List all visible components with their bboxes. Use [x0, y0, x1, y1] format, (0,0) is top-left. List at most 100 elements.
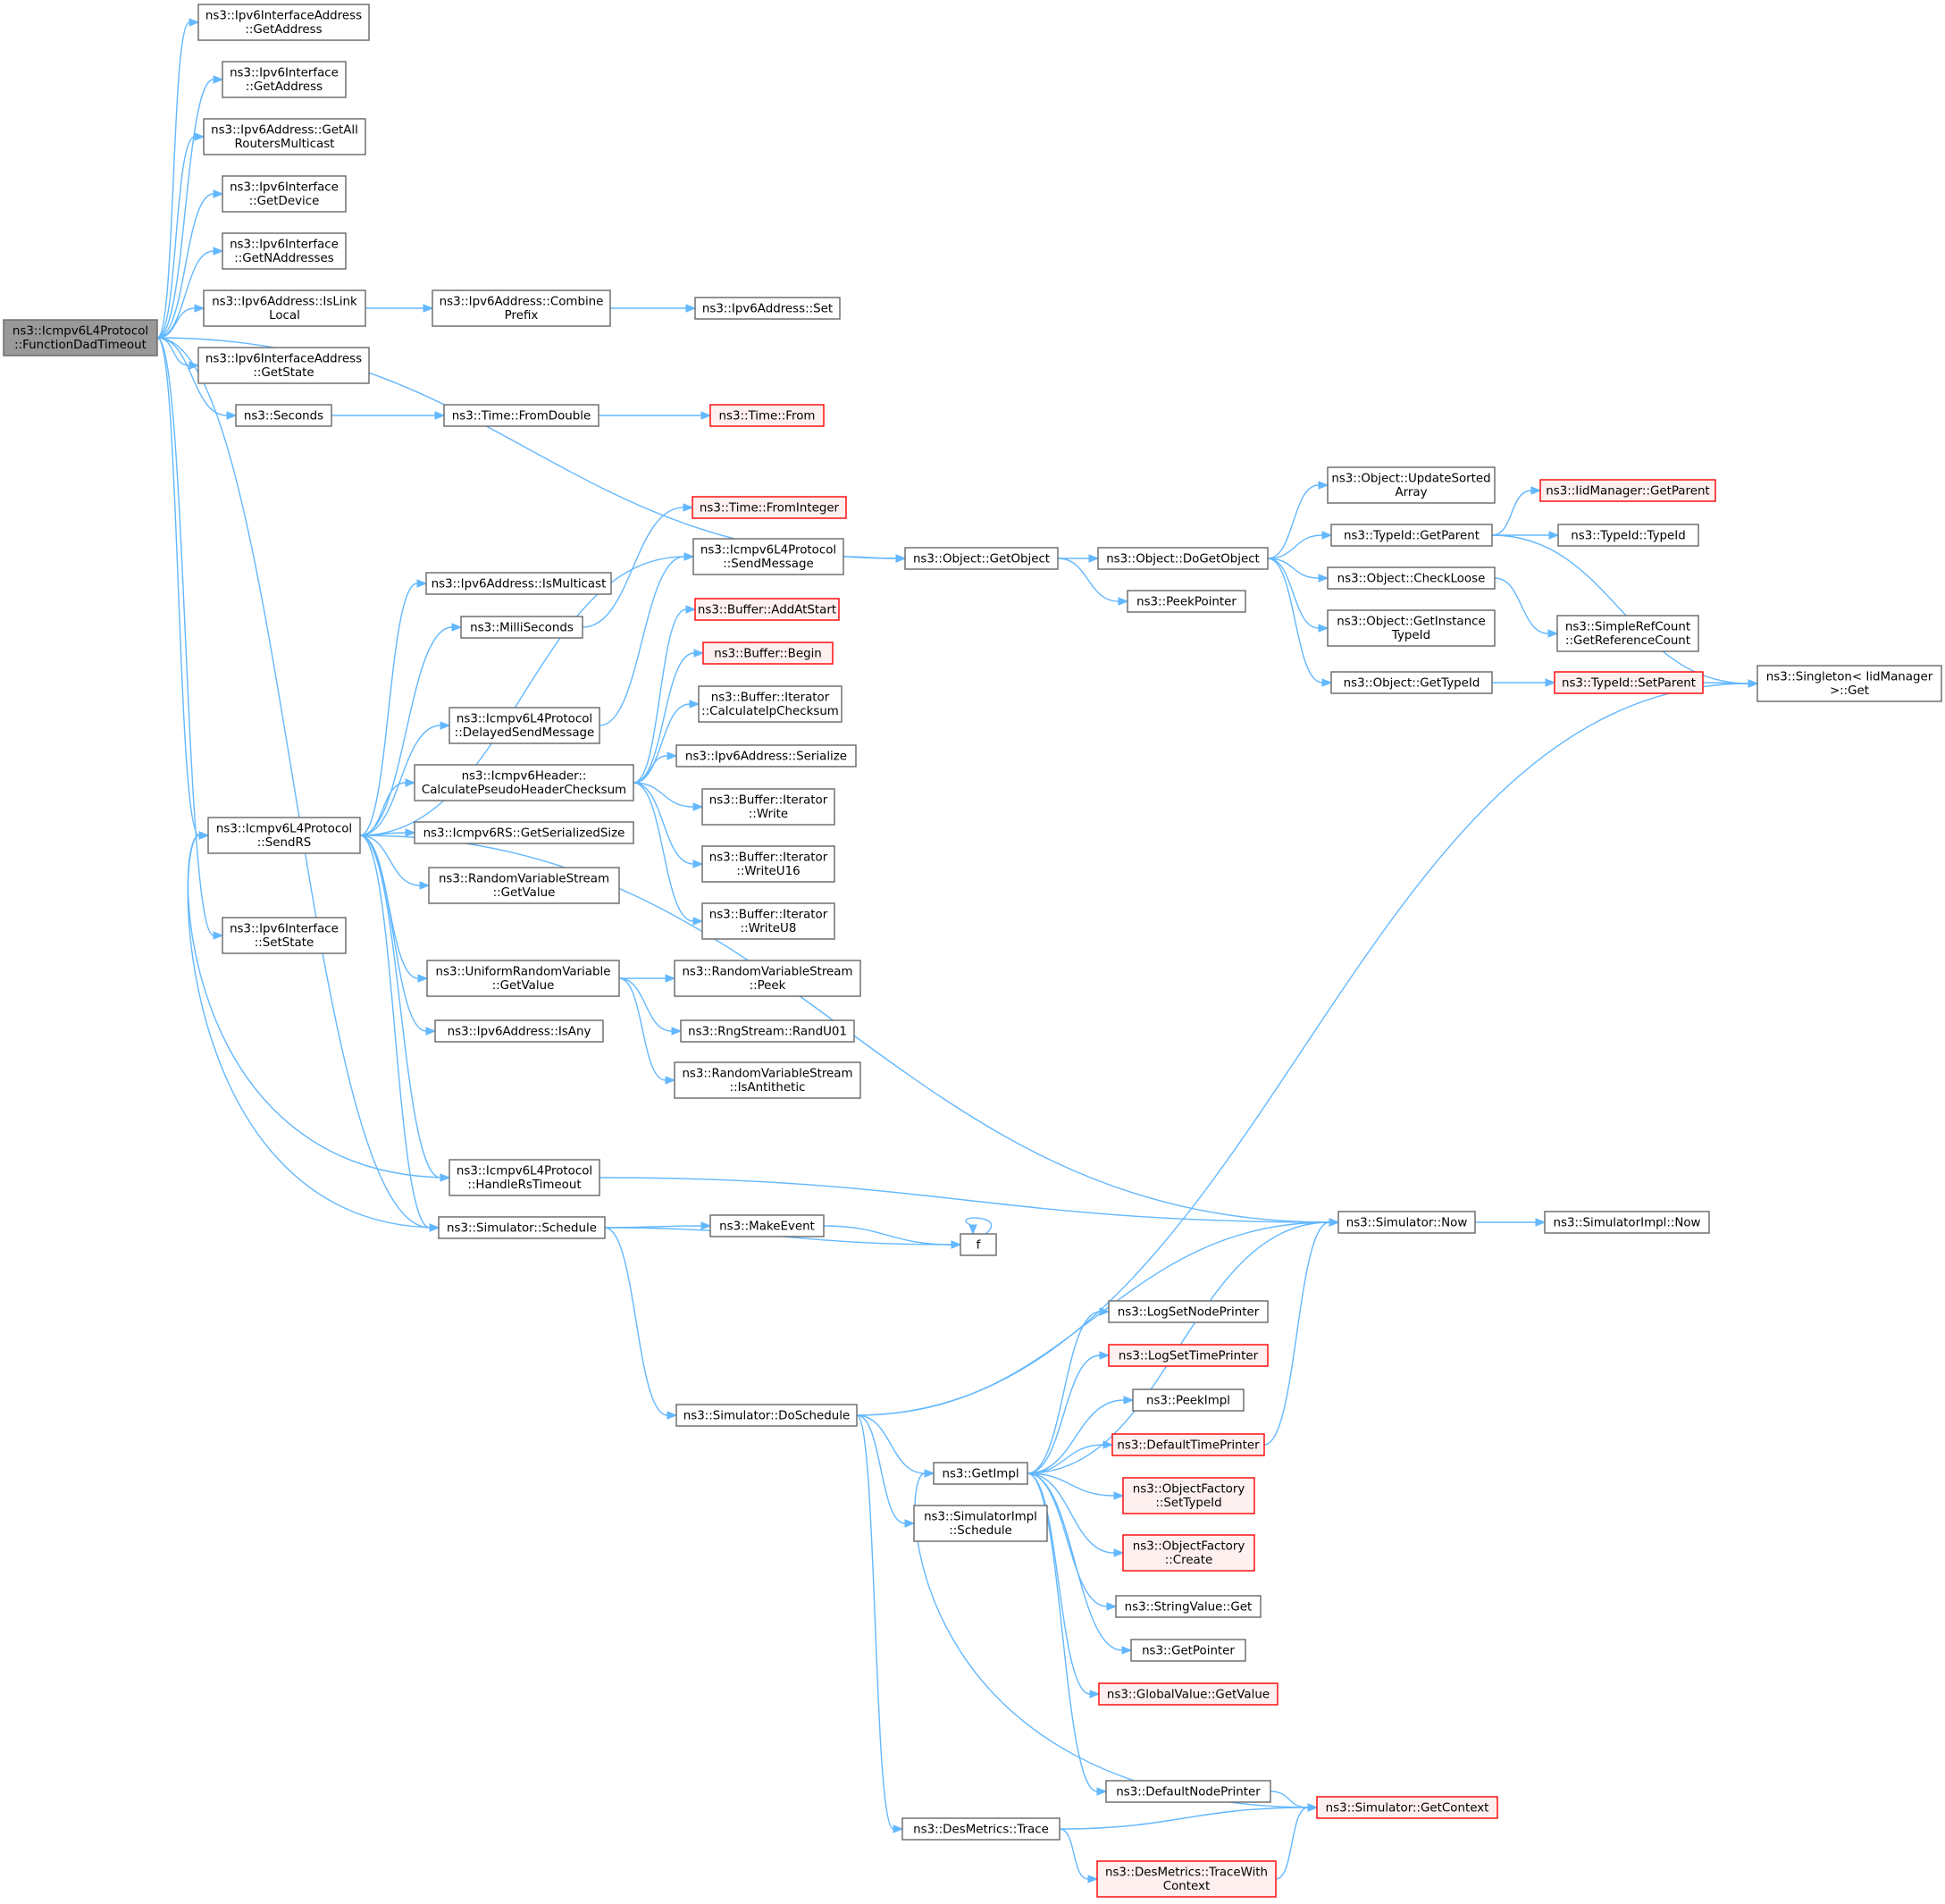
function-node-n43[interactable]: ns3::Ipv6Address::Serialize [675, 744, 857, 767]
function-node-n5[interactable]: ns3::Ipv6Interface::GetNAddresses [222, 232, 347, 270]
function-node-n26[interactable]: ns3::TypeId::SetParent [1554, 671, 1704, 694]
function-node-n51[interactable]: ns3::SimulatorImpl::Now [1544, 1211, 1710, 1234]
function-node-n54[interactable]: ns3::Simulator::DoSchedule [675, 1404, 858, 1427]
function-node-n45[interactable]: ns3::Buffer::Iterator::WriteU16 [701, 845, 835, 883]
node-label: ns3::TypeId::SetParent [1562, 676, 1696, 690]
function-node-n60[interactable]: ns3::PeekImpl [1132, 1388, 1245, 1412]
function-node-n22[interactable]: ns3::Object::GetTypeId [1330, 671, 1493, 694]
function-node-n53[interactable]: f [960, 1233, 997, 1256]
function-node-n38[interactable]: ns3::Icmpv6L4Protocol::HandleRsTimeout [449, 1159, 600, 1196]
function-node-n37[interactable]: ns3::Ipv6Address::IsAny [434, 1019, 604, 1043]
function-node-n29[interactable]: ns3::Ipv6Address::IsMulticast [425, 572, 612, 595]
edge-arrowhead [895, 554, 907, 563]
function-node-n66[interactable]: ns3::GlobalValue::GetValue [1098, 1682, 1279, 1706]
edge-arrowhead [1318, 624, 1329, 633]
function-node-n47[interactable]: ns3::RandomVariableStream::Peek [674, 960, 861, 997]
node-box [207, 817, 361, 854]
node-label: ns3::Simulator::Now [1346, 1216, 1468, 1229]
function-node-n36[interactable]: ns3::UniformRandomVariable::GetValue [426, 960, 620, 997]
function-node-n34[interactable]: ns3::Icmpv6RS::GetSerializedSize [414, 821, 634, 844]
edge-arrowhead [683, 503, 694, 512]
function-node-n10[interactable]: ns3::Ipv6Interface::SetState [222, 917, 347, 954]
function-node-n9[interactable]: ns3::Icmpv6L4Protocol::SendRS [207, 817, 361, 854]
function-node-n44[interactable]: ns3::Buffer::Iterator::Write [701, 788, 835, 826]
edge-line [633, 755, 668, 784]
node-box [675, 1404, 858, 1427]
function-node-n23[interactable]: ns3::IidManager::GetParent [1539, 479, 1716, 502]
function-node-n63[interactable]: ns3::ObjectFactory::Create [1122, 1534, 1255, 1572]
function-node-n62[interactable]: ns3::ObjectFactory::SetTypeId [1122, 1477, 1255, 1514]
function-node-n55[interactable]: ns3::GetImpl [933, 1462, 1028, 1485]
function-node-n2[interactable]: ns3::Ipv6Interface::GetAddress [222, 61, 347, 98]
function-node-n32[interactable]: ns3::Icmpv6L4Protocol::DelayedSendMessag… [449, 707, 600, 744]
node-label: ::SetTypeId [1155, 1497, 1221, 1510]
function-node-n25[interactable]: ns3::SimpleRefCount::GetReferenceCount [1556, 615, 1699, 652]
function-node-n17[interactable]: ns3::PeekPointer [1127, 590, 1246, 613]
edge-arrowhead [893, 1824, 904, 1833]
function-node-n27[interactable]: ns3::Singleton< IidManager >::Get [1756, 665, 1942, 702]
call-edge-n61-n50 [1263, 1218, 1340, 1446]
function-node-n59[interactable]: ns3::LogSetTimePrinter [1108, 1344, 1269, 1367]
function-node-n57[interactable]: ns3::DesMetrics::Trace [901, 1817, 1061, 1841]
function-node-n64[interactable]: ns3::StringValue::Get [1115, 1595, 1262, 1618]
node-label: ns3::Ipv6InterfaceAddress [205, 10, 362, 23]
edge-line [599, 1177, 1330, 1223]
function-node-n7[interactable]: ns3::Ipv6InterfaceAddress::GetState [197, 347, 370, 384]
call-edge-n33-n43 [633, 751, 678, 784]
function-node-n20[interactable]: ns3::Object::CheckLoose [1327, 566, 1496, 590]
edge-line [633, 782, 694, 808]
function-node-n30[interactable]: ns3::MilliSeconds [460, 616, 583, 639]
function-node-n46[interactable]: ns3::Buffer::Iterator::WriteU8 [701, 902, 835, 940]
edge-line [633, 782, 694, 865]
node-box [222, 917, 347, 954]
function-node-n4[interactable]: ns3::Ipv6Interface::GetDevice [222, 175, 347, 213]
function-node-n40[interactable]: ns3::Buffer::AddAtStart [694, 598, 840, 621]
edge-line [1267, 534, 1323, 559]
function-node-n52[interactable]: ns3::MakeEvent [709, 1214, 825, 1237]
function-node-n42[interactable]: ns3::Buffer::Iterator::CalculateIpChecks… [698, 685, 843, 723]
function-node-n65[interactable]: ns3::GetPointer [1130, 1639, 1246, 1662]
function-node-n13[interactable]: ns3::Time::FromDouble [443, 404, 599, 427]
function-node-n41[interactable]: ns3::Buffer::Begin [702, 642, 834, 665]
function-node-n33[interactable]: ns3::Icmpv6Header::CalculatePseudoHeader… [414, 764, 634, 801]
function-node-n56[interactable]: ns3::SimulatorImpl::Schedule [913, 1505, 1048, 1542]
edge-line [856, 683, 1749, 1416]
call-edge-n33-n45 [633, 782, 704, 868]
function-node-n16[interactable]: ns3::Object::DoGetObject [1097, 547, 1269, 570]
function-node-n39[interactable]: ns3::Simulator::Schedule [438, 1216, 606, 1239]
edge-arrowhead [665, 974, 676, 983]
function-node-n58[interactable]: ns3::LogSetNodePrinter [1108, 1300, 1269, 1323]
edge-line [1027, 1472, 1123, 1651]
node-box [197, 347, 370, 384]
function-node-n35[interactable]: ns3::RandomVariableStream::GetValue [428, 867, 620, 904]
edge-line [843, 556, 897, 559]
node-label: ns3::DefaultTimePrinter [1117, 1438, 1260, 1452]
function-node-n1[interactable]: ns3::Ipv6InterfaceAddress::GetAddress [197, 4, 370, 41]
edge-line [1027, 1472, 1098, 1792]
function-node-n24[interactable]: ns3::TypeId::TypeId [1557, 524, 1699, 547]
call-edge-n16-n20 [1267, 558, 1329, 583]
function-node-n19[interactable]: ns3::TypeId::GetParent [1330, 524, 1493, 547]
function-node-n28[interactable]: ns3::Time::FromInteger [692, 496, 847, 519]
function-node-n0[interactable]: ns3::Icmpv6L4Protocol::FunctionDadTimeou… [3, 319, 158, 356]
function-node-n31[interactable]: ns3::Icmpv6L4Protocol::SendMessage [692, 538, 844, 575]
function-node-n68[interactable]: ns3::Simulator::GetContext [1316, 1796, 1498, 1819]
function-node-n12[interactable]: ns3::Ipv6Address::Set [694, 297, 841, 320]
function-node-n49[interactable]: ns3::RandomVariableStream::IsAntithetic [674, 1061, 861, 1099]
function-node-n61[interactable]: ns3::DefaultTimePrinter [1111, 1433, 1265, 1456]
edge-arrowhead [1307, 1803, 1319, 1812]
function-node-n50[interactable]: ns3::Simulator::Now [1337, 1211, 1476, 1234]
function-node-n48[interactable]: ns3::RngStream::RandU01 [680, 1019, 855, 1043]
function-node-n67[interactable]: ns3::DefaultNodePrinter [1105, 1780, 1271, 1803]
function-node-n15[interactable]: ns3::Object::GetObject [904, 547, 1059, 570]
node-box [692, 496, 847, 519]
function-node-n8[interactable]: ns3::Seconds [235, 404, 332, 427]
function-node-n14[interactable]: ns3::Time::From [709, 404, 825, 427]
